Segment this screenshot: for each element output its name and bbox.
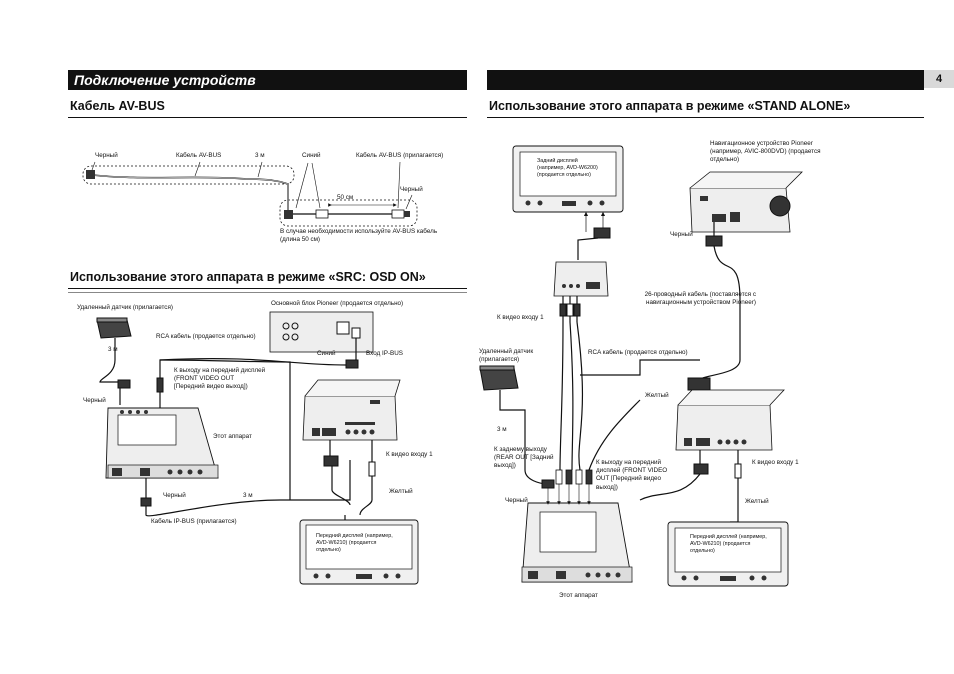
sa-yellow-b-label: Желтый: [745, 498, 769, 505]
page-number-tab: 4: [924, 70, 954, 88]
osd-black-b-label: Черный: [163, 492, 186, 499]
page-number: 4: [935, 73, 943, 85]
sa-rca-cable-label: RCA кабель (продается отдельно): [588, 349, 688, 356]
av-bus-cable-label: Кабель AV-BUS: [176, 152, 222, 159]
osd-head-unit-label: Основной блок Pioneer (продается отдельн…: [271, 300, 404, 307]
av-bus-rule: [68, 117, 467, 118]
right-title-bar: [487, 70, 924, 90]
av-bus-heading: Кабель AV-BUS: [70, 99, 165, 113]
stand-alone-heading: Использование этого аппарата в режиме «S…: [489, 99, 851, 113]
osd-on-heading: Использование этого аппарата в режиме «S…: [70, 270, 426, 284]
av-bus-note: В случае необходимости используйте AV-BU…: [280, 228, 438, 244]
osd-yellow-label: Желтый: [389, 488, 413, 495]
av-bus-black-right-label: Черный: [400, 186, 423, 193]
section-title-bar: Подключение устройств: [68, 70, 467, 90]
sa-video-in-1-left-label: К видео входу 1: [497, 314, 544, 321]
sa-remote-sensor-label: Удаленный датчик (прилагается): [479, 348, 534, 364]
osd-on-rule: [68, 288, 467, 289]
osd-3m-a-label: 3 м: [108, 346, 118, 353]
osd-blue-label: Синий: [317, 350, 336, 357]
sa-yellow-a-label: Желтый: [645, 392, 669, 399]
stand-alone-diagram: [479, 145, 803, 587]
av-bus-50cm-label: 50 см: [337, 194, 354, 201]
osd-video-in-1-label: К видео входу 1: [386, 451, 433, 458]
osd-this-unit-label: Этот аппарат: [213, 433, 252, 440]
osd-3m-b-label: 3 м: [243, 492, 253, 499]
osd-black-a-label: Черный: [83, 397, 106, 404]
av-bus-included-label: Кабель AV-BUS (прилагается): [356, 152, 444, 159]
sa-video-in-1-right-label: К видео входу 1: [752, 459, 799, 466]
section-title: Подключение устройств: [74, 72, 256, 88]
osd-front-video-out-label: К выходу на передний дисплей (FRONT VIDE…: [174, 367, 266, 391]
osd-rca-cable-label: RCA кабель (продается отдельно): [156, 333, 256, 340]
osd-remote-sensor-label: Удаленный датчик (прилагается): [77, 304, 173, 311]
stand-alone-rule: [487, 117, 924, 118]
osd-ip-bus-cable-label: Кабель IP-BUS (прилагается): [151, 518, 237, 525]
osd-on-diagram: [96, 311, 419, 585]
osd-on-rule-2: [68, 292, 467, 293]
sa-rear-out-label: К заднему выходу (REAR OUT [Задний выход…: [494, 446, 554, 470]
sa-3m-label: 3 м: [497, 426, 507, 433]
sa-black-nav-label: Черный: [670, 231, 693, 238]
av-bus-3m-label: 3 м: [255, 152, 265, 159]
av-bus-cable-diagram: [82, 161, 418, 227]
sa-black-label: Черный: [505, 497, 528, 504]
osd-ip-bus-in-label: Вход IP-BUS: [366, 350, 403, 357]
sa-nav-unit-label: Навигационное устройство Pioneer (наприм…: [710, 140, 821, 164]
sa-26-cable-label: 26-проводный кабель (поставляется с нави…: [644, 291, 756, 307]
av-bus-blue-label: Синий: [302, 152, 321, 159]
sa-front-display-label: Передний дисплей (например, AVD-W6210) (…: [690, 534, 767, 554]
sa-this-unit-label: Этот аппарат: [559, 592, 598, 599]
sa-rear-display-label: Задний дисплей (например, AVD-W6200) (пр…: [537, 158, 598, 178]
av-bus-black-left-label: Черный: [95, 152, 118, 159]
osd-front-display-label: Передний дисплей (например, AVD-W6210) (…: [316, 533, 393, 553]
sa-front-video-out-label: К выходу на передний дисплей (FRONT VIDE…: [596, 459, 668, 491]
